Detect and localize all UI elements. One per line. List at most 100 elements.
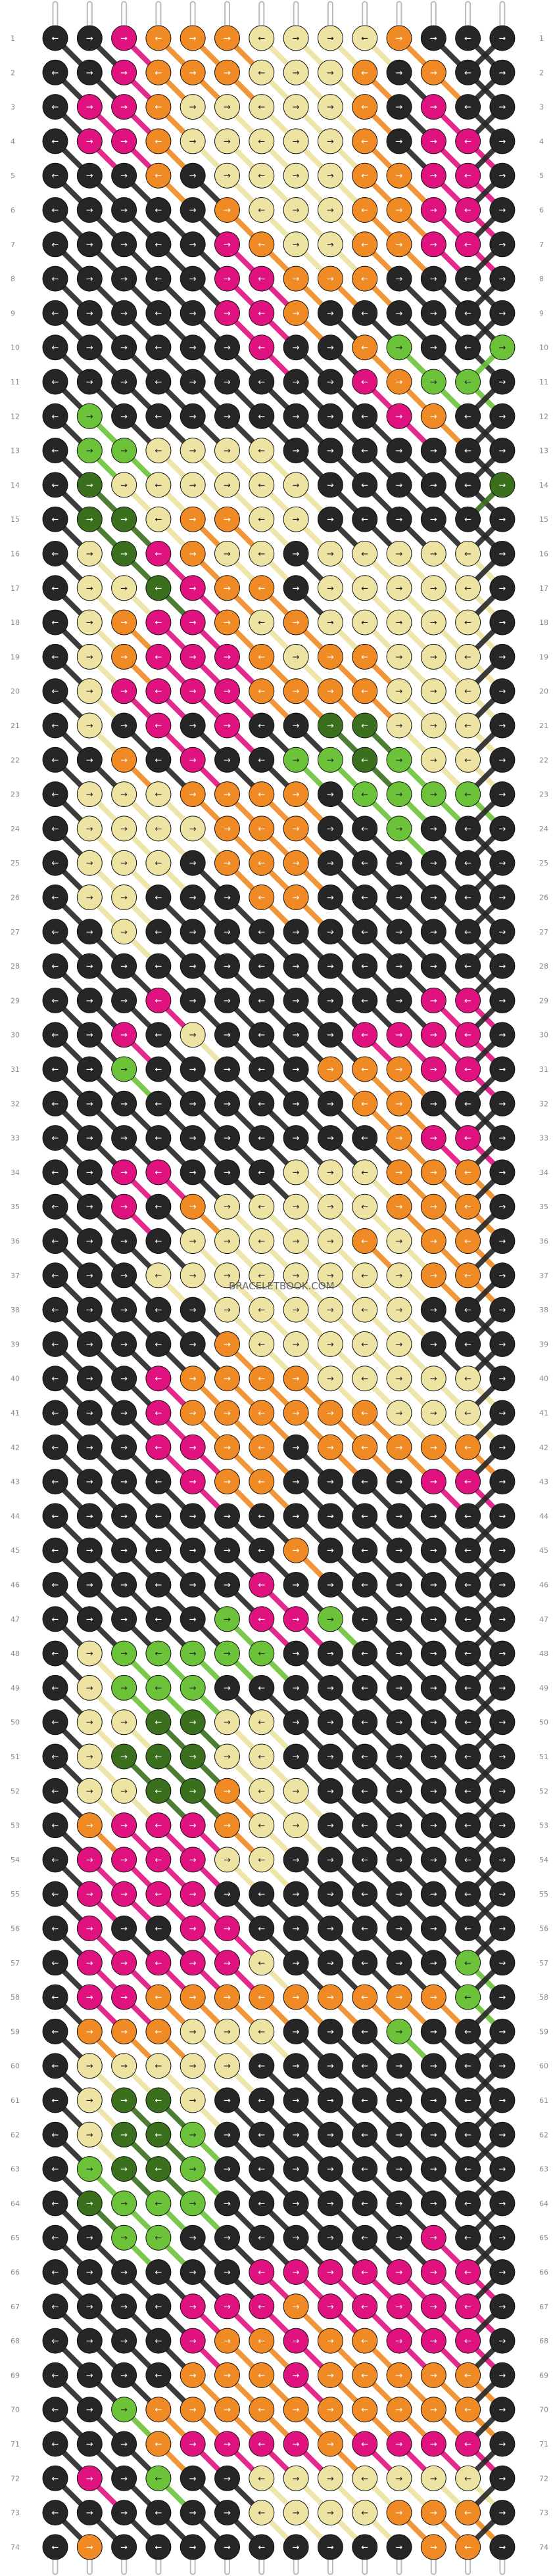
knot-direction-arrow: ← [155,618,162,628]
knot-direction-arrow: → [224,2234,231,2243]
row-number-right: 56 [539,1925,548,1933]
knot-direction-arrow: ← [361,790,368,800]
row-number-right: 4 [539,137,544,146]
knot-direction-arrow: → [224,893,231,903]
knot-direction-arrow: → [120,103,128,112]
knot [420,265,446,292]
knot-direction-arrow: → [86,859,93,869]
knot-direction-arrow: → [120,2061,128,2071]
knot-direction-arrow: → [120,687,128,697]
knot [455,162,481,189]
row-number-left: 66 [11,2268,20,2277]
knot-direction-arrow: ← [52,480,59,490]
knot-direction-arrow: ← [155,378,162,388]
knot-direction-arrow: ← [52,206,59,216]
knot-direction-arrow: ← [155,1271,162,1281]
knot-direction-arrow: ← [155,412,162,422]
knot-direction-arrow: → [86,2234,93,2243]
knot-direction-arrow: → [327,653,334,662]
knot-direction-arrow: → [86,2061,93,2071]
knot-direction-arrow: → [293,2508,300,2518]
knot-direction-arrow: ← [361,1477,368,1487]
knot-direction-arrow: → [293,1134,300,1143]
knot-direction-arrow: → [498,962,506,972]
knot-direction-arrow: → [498,1924,506,1934]
knot-direction-arrow: → [189,446,197,456]
knot-direction-arrow: → [396,2508,403,2518]
knot [386,197,412,223]
knot-direction-arrow: → [327,2061,334,2071]
knot-direction-arrow: ← [258,2061,265,2071]
knot-direction-arrow: → [293,1821,300,1831]
knot-direction-arrow: → [327,2474,334,2484]
knot [352,403,378,429]
knot-direction-arrow: → [86,2199,93,2209]
row-number-left: 71 [11,2440,20,2449]
knot-direction-arrow: → [86,1203,93,1212]
knot-direction-arrow: ← [155,687,162,697]
knot-direction-arrow: → [189,2474,197,2484]
knot-direction-arrow: → [189,996,197,1006]
knot-direction-arrow: → [86,309,93,319]
knot [214,403,240,429]
knot-direction-arrow: → [224,653,231,662]
knot-direction-arrow: ← [464,34,471,44]
knot-direction-arrow: → [86,103,93,112]
knot-direction-arrow: → [224,996,231,1006]
knot-direction-arrow: ← [155,446,162,456]
row-number-left: 29 [11,996,20,1005]
knot-direction-arrow: → [396,1030,403,1040]
knot-direction-arrow: → [189,790,197,800]
knot-direction-arrow: ← [155,962,162,972]
knot-direction-arrow: ← [361,34,368,44]
knot-direction-arrow: → [498,1099,506,1109]
knot-direction-arrow: → [86,2474,93,2484]
knot-direction-arrow: → [120,1134,128,1143]
knot-direction-arrow: → [327,1580,334,1590]
knot-direction-arrow: ← [52,34,59,44]
knot-direction-arrow: → [430,1993,437,2003]
knot [111,265,137,292]
knot-direction-arrow: ← [361,2302,368,2312]
knot-direction-arrow: ← [258,687,265,697]
knot-direction-arrow: → [224,2027,231,2037]
knot [76,59,103,85]
knot [180,300,206,326]
knot-direction-arrow: ← [52,1615,59,1624]
knot-direction-arrow: ← [258,790,265,800]
knot [249,231,275,258]
knot-direction-arrow: → [86,206,93,216]
knot-direction-arrow: → [327,309,334,319]
knot-direction-arrow: → [86,1168,93,1178]
knot [386,300,412,326]
knot-direction-arrow: → [293,2440,300,2450]
knot-direction-arrow: → [498,1753,506,1762]
knot-direction-arrow: → [86,790,93,800]
knot-direction-arrow: ← [464,2508,471,2518]
knot-direction-arrow: → [396,618,403,628]
knot-direction-arrow: → [327,549,334,559]
knot-direction-arrow: ← [258,1924,265,1934]
knot-direction-arrow: → [396,756,403,766]
knot-direction-arrow: → [293,1168,300,1178]
knot-direction-arrow: ← [464,2405,471,2415]
knot-direction-arrow: ← [464,2199,471,2209]
watermark-text: BRACELETBOOK.COM [229,1280,335,1292]
row-number-right: 31 [539,1065,548,1074]
knot-direction-arrow: ← [361,2268,368,2278]
knot-direction-arrow: ← [155,343,162,353]
knot-direction-arrow: → [224,1237,231,1247]
knot-direction-arrow: → [293,2268,300,2278]
knot-direction-arrow: ← [258,722,265,731]
knot-direction-arrow: ← [155,2234,162,2243]
knot-direction-arrow: ← [361,1443,368,1453]
row-number-left: 30 [11,1031,20,1040]
knot-direction-arrow: ← [361,2061,368,2071]
knot-direction-arrow: → [86,2508,93,2518]
knot-direction-arrow: → [327,240,334,250]
knot [214,59,240,85]
knot-direction-arrow: ← [52,549,59,559]
knot-direction-arrow: ← [258,137,265,147]
row-number-right: 7 [539,241,544,249]
knot-direction-arrow: → [396,1753,403,1762]
